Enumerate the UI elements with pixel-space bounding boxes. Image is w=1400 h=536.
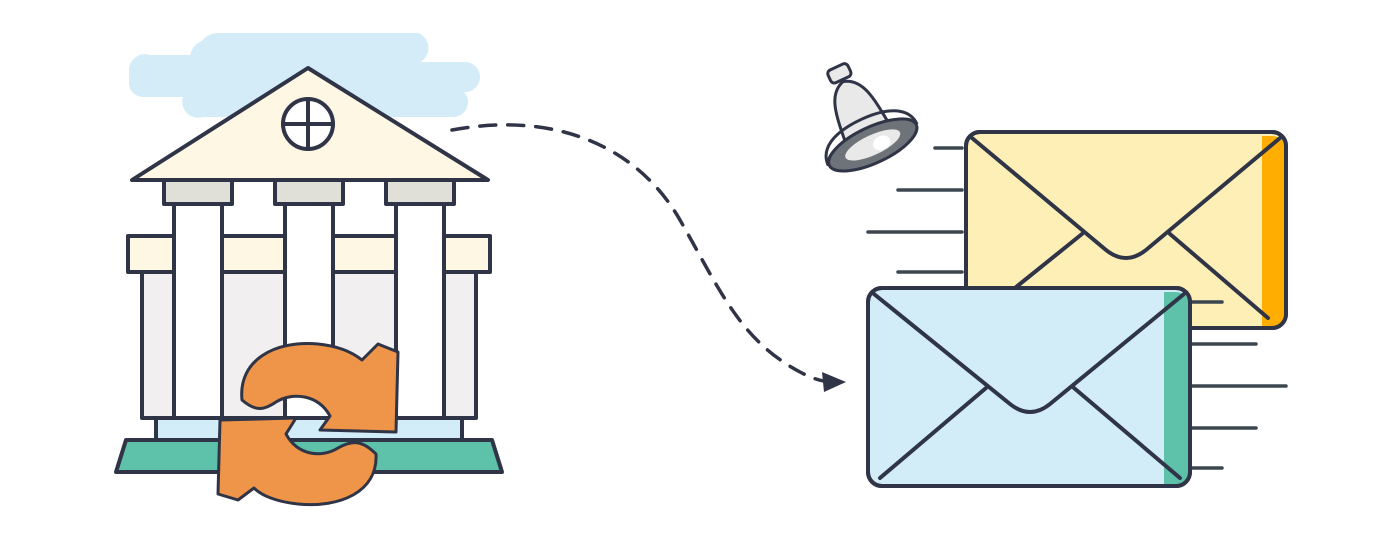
bank-capital-1 [162, 178, 234, 206]
bank-capital-2 [273, 178, 345, 206]
bank-column-3 [394, 202, 446, 420]
notification-bell-icon [824, 62, 919, 173]
sync-arrows-icon [216, 341, 400, 507]
bank-capital-3 [384, 178, 456, 206]
bank-building-icon [114, 66, 504, 474]
speed-lines-right [1190, 300, 1288, 470]
envelope-blue-icon [866, 286, 1192, 488]
dashed-arrow-icon [450, 123, 846, 392]
envelope-yellow-icon [964, 130, 1288, 330]
bank-column-1 [172, 202, 224, 420]
speed-lines-left [866, 146, 964, 274]
bank-plinth [154, 416, 464, 442]
bank-window [281, 97, 335, 151]
